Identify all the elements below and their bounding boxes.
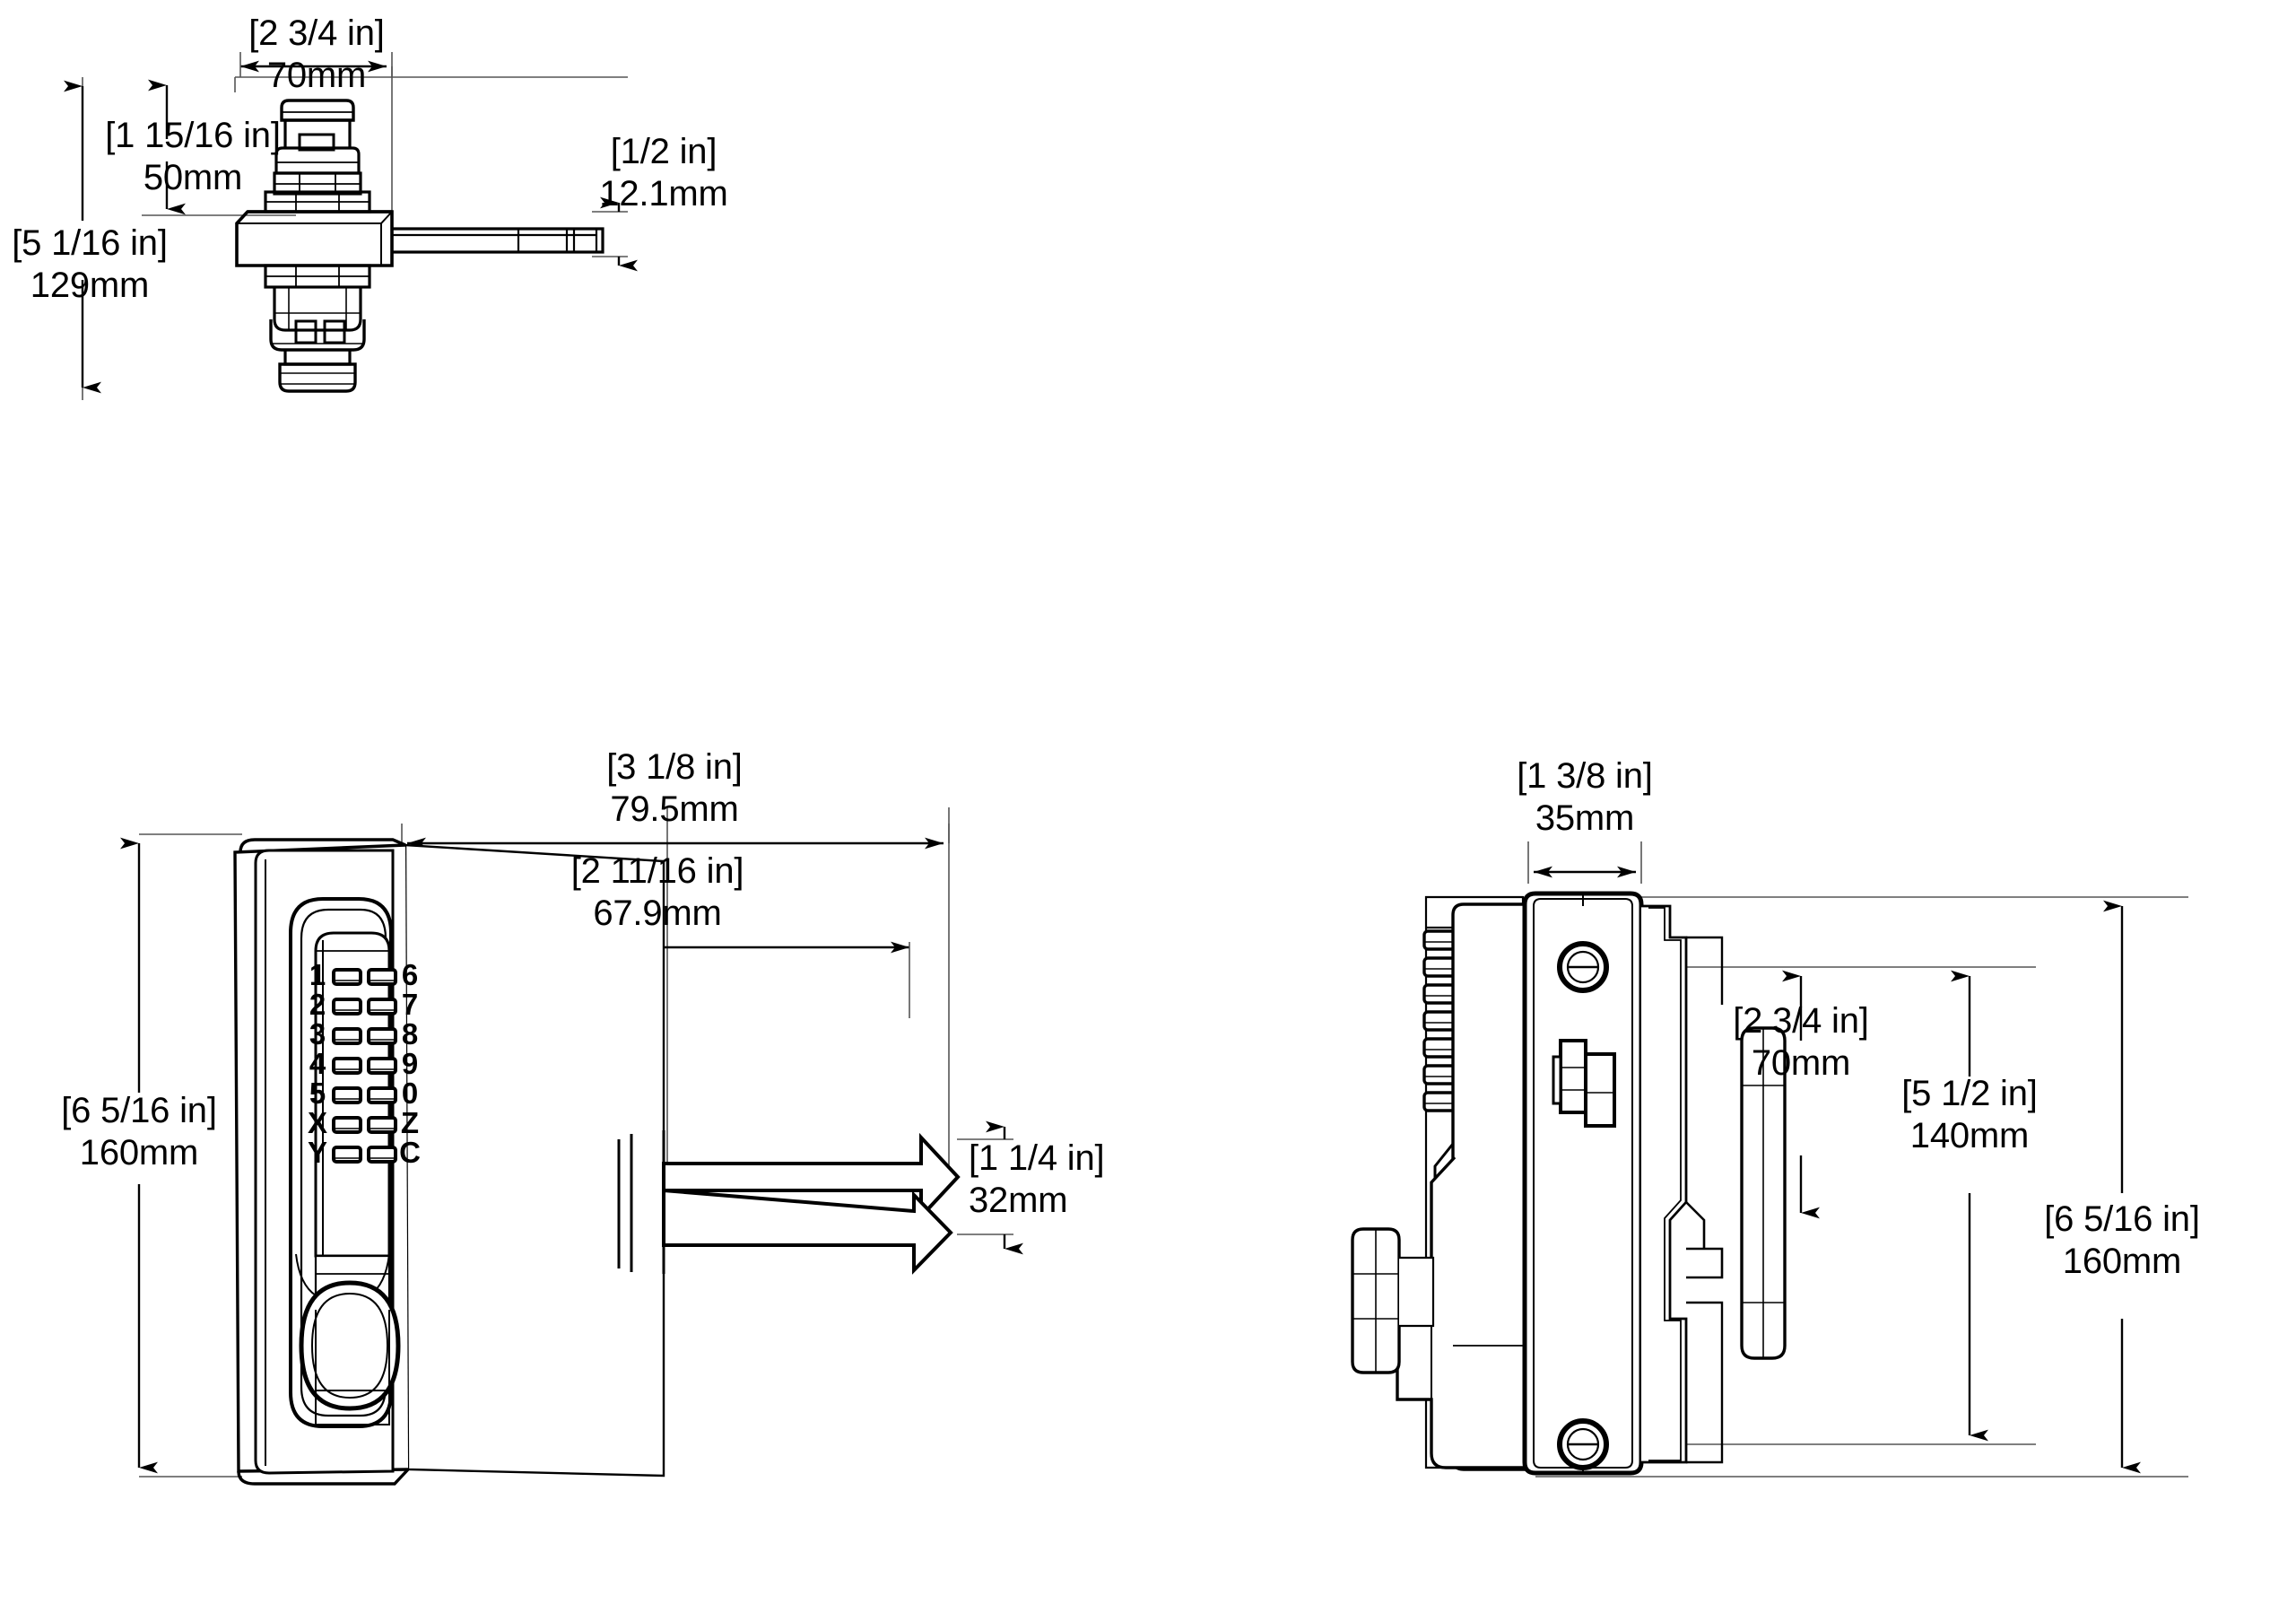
dim-side-140-metric: 140mm xyxy=(1909,1116,2030,1156)
dim-top-latch-metric: 12.1mm xyxy=(599,174,728,214)
dim-top-overall-metric: 129mm xyxy=(30,266,150,306)
dim-front-height: [6 5/16 in] 160mm xyxy=(0,1090,291,1174)
top-view-geometry xyxy=(64,52,638,400)
dim-side-width-metric: 35mm xyxy=(1535,798,1635,839)
dim-side-70-bracket: [2 3/4 in] xyxy=(1733,1001,1869,1041)
dim-top-latch-bracket: [1/2 in] xyxy=(610,132,718,171)
dim-side-70: [2 3/4 in] 70mm xyxy=(1648,1000,1953,1085)
dim-front-proj: [3 1/8 in] 79.5mm xyxy=(522,746,827,831)
dim-side-160: [6 5/16 in] 160mm xyxy=(1970,1199,2274,1283)
dim-front-inner: [2 11/16 in] 67.9mm xyxy=(505,850,810,935)
dim-front-proj-metric: 79.5mm xyxy=(610,789,739,830)
dim-front-inner-bracket: [2 11/16 in] xyxy=(570,851,744,891)
dim-front-proj-bracket: [3 1/8 in] xyxy=(606,747,743,787)
dim-top-knob-height: [1 15/16 in] 50mm xyxy=(40,115,345,199)
dim-top-overall-height: [5 1/16 in] 129mm xyxy=(0,222,242,307)
dim-front-height-bracket: [6 5/16 in] xyxy=(61,1091,217,1130)
dim-side-140: [5 1/2 in] 140mm xyxy=(1817,1073,2122,1157)
dim-top-latch-thickness: [1/2 in] 12.1mm xyxy=(511,131,816,215)
dim-side-70-metric: 70mm xyxy=(1751,1043,1851,1084)
dim-front-height-metric: 160mm xyxy=(79,1133,199,1173)
dim-top-width: [2 3/4 in] 70mm xyxy=(164,13,469,97)
dim-front-latch-height: [1 1/4 in] 32mm xyxy=(969,1138,1220,1222)
dim-top-knob-metric: 50mm xyxy=(143,158,243,198)
dim-front-latchh-metric: 32mm xyxy=(969,1181,1068,1221)
dim-front-inner-metric: 67.9mm xyxy=(593,894,722,934)
dim-side-plate-width: [1 3/8 in] 35mm xyxy=(1432,755,1737,840)
dim-top-width-bracket: [2 3/4 in] xyxy=(248,13,385,53)
dim-top-overall-bracket: [5 1/16 in] xyxy=(12,223,168,263)
dim-top-width-metric: 70mm xyxy=(266,56,367,96)
dim-top-knob-bracket: [1 15/16 in] xyxy=(105,116,281,155)
drawing-geometry xyxy=(64,52,2188,1486)
dim-side-160-metric: 160mm xyxy=(2062,1242,2182,1282)
side-view-geometry xyxy=(1351,841,2188,1478)
dim-front-latchh-bracket: [1 1/4 in] xyxy=(969,1138,1105,1178)
front-view-geometry xyxy=(120,807,1023,1486)
dim-side-160-bracket: [6 5/16 in] xyxy=(2044,1199,2200,1239)
dim-side-width-bracket: [1 3/8 in] xyxy=(1517,756,1653,796)
dim-side-140-bracket: [5 1/2 in] xyxy=(1901,1074,2038,1113)
